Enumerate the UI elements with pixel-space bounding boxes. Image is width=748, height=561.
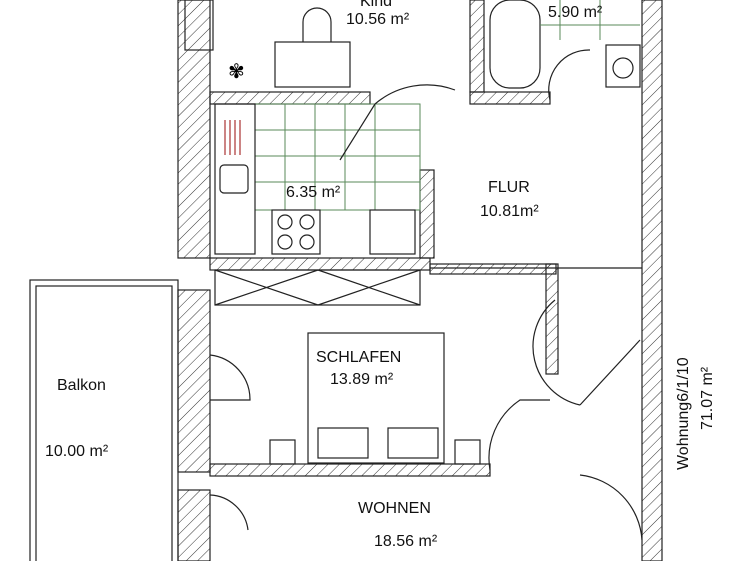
wall-wohnen-top — [209, 463, 491, 477]
nightstand-right — [454, 439, 481, 465]
door-flur-wohnen[interactable] — [488, 399, 550, 471]
room-name-flur: FLUR — [488, 179, 530, 196]
room-name-schlafen: SCHLAFEN — [316, 349, 401, 366]
pillow-right — [387, 427, 439, 459]
nightstand-left — [269, 439, 296, 465]
balkon-outline — [29, 279, 179, 561]
wall-schlafen-top — [209, 257, 431, 271]
room-area-bad: 5.90 m² — [548, 4, 603, 21]
wall-right — [641, 0, 663, 561]
stove-burners-icon — [277, 214, 315, 250]
stove — [271, 209, 321, 255]
washing-machine — [605, 44, 641, 88]
wall-left-middle — [177, 289, 211, 473]
desk — [274, 41, 351, 88]
door-balkon-lower[interactable] — [209, 494, 249, 531]
room-name-kind: Kind — [360, 0, 392, 10]
wardrobe — [184, 0, 214, 51]
wall-bath-left — [469, 0, 485, 93]
room-area-balkon: 10.00 m² — [45, 443, 109, 460]
room-name-wohnen: WOHNEN — [358, 500, 431, 517]
kitchen-tiles — [254, 103, 421, 211]
wall-flur-schlafen — [429, 263, 557, 275]
door-schlafen[interactable] — [532, 299, 641, 406]
bed — [307, 332, 445, 464]
dish-rack-icon — [224, 120, 241, 155]
room-area-kind: 10.56 m² — [346, 11, 410, 28]
door-kind[interactable] — [339, 84, 456, 161]
washing-machine-drum-icon — [612, 57, 634, 79]
kitchen-counter — [214, 103, 256, 255]
wall-kind-bottom — [209, 91, 371, 105]
wardrobe-schlafen — [214, 269, 421, 306]
room-area-flur: 10.81m² — [480, 203, 539, 220]
room-area-schlafen: 13.89 m² — [330, 371, 394, 388]
room-area-kueche: 6.35 m² — [286, 184, 341, 201]
balkon-inner — [35, 285, 173, 561]
wall-schlafen-right — [545, 263, 559, 375]
bath-tiles — [540, 0, 640, 40]
bathtub — [489, 0, 541, 89]
door-balkon-upper[interactable] — [209, 354, 251, 401]
wall-kitchen-right — [419, 169, 435, 259]
room-area-wohnen: 18.56 m² — [374, 533, 438, 550]
sink-icon — [219, 164, 249, 194]
door-bath[interactable] — [548, 49, 591, 101]
room-name-balkon: Balkon — [57, 377, 106, 394]
chair-icon — [302, 7, 332, 42]
wall-left-upper — [177, 0, 211, 259]
apartment-id: Wohnung6/1/10 — [675, 357, 692, 470]
pillow-left — [317, 427, 369, 459]
apartment-area: 71.07 m² — [699, 366, 716, 430]
door-wohnen[interactable] — [579, 474, 643, 541]
fridge — [369, 209, 416, 255]
wardrobe-cross-icon — [214, 269, 421, 306]
wall-bath-bottom — [469, 91, 551, 105]
wall-left-lower — [177, 489, 211, 561]
plant-icon: ✾ — [228, 61, 245, 83]
